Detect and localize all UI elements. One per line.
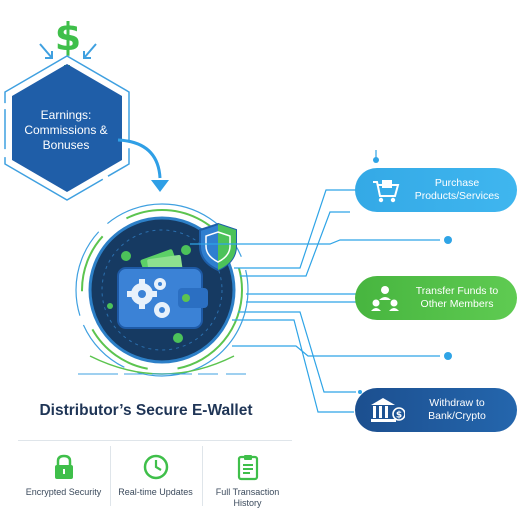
- withdraw-label: Withdraw to Bank/Crypto: [428, 397, 486, 422]
- svg-text:$: $: [55, 15, 81, 59]
- shopping-cart-icon: [373, 180, 400, 203]
- wallet-title: Distributor’s Secure E-Wallet: [39, 402, 253, 419]
- earnings-to-wallet-arrow: [117, 138, 162, 179]
- inflow-arrows: [39, 43, 97, 59]
- feature-encrypted-security: Encrypted Security: [18, 441, 109, 513]
- shield-icon: [199, 222, 237, 272]
- wallet-icon: [117, 267, 208, 329]
- earnings-hexagon-outline: [4, 55, 130, 201]
- feature-label: Full Transaction History: [215, 487, 280, 508]
- features-row: Encrypted Security Real-time Updates Ful…: [18, 440, 292, 513]
- earnings-label: Earnings: Commissions & Bonuses: [24, 108, 108, 152]
- padlock-icon: [54, 454, 73, 479]
- feature-label: Real-time Updates: [118, 487, 193, 497]
- feature-label: Encrypted Security: [25, 487, 102, 497]
- purchase-label: Purchase Products/Services: [414, 177, 500, 202]
- transfer-action[interactable]: Transfer Funds to Other Members: [355, 276, 517, 320]
- bank-icon: $: [371, 398, 405, 422]
- feature-transaction-history: Full Transaction History: [202, 441, 293, 513]
- feature-divider: [110, 446, 111, 506]
- clipboard-list-icon: [237, 455, 258, 481]
- svg-text:$: $: [396, 411, 402, 421]
- transfer-label: Transfer Funds to Other Members: [415, 285, 499, 310]
- feature-divider: [202, 446, 203, 506]
- dollar-sign-icon: $: [55, 15, 81, 59]
- coin-icons: [107, 245, 191, 343]
- arrow-head-icon: [151, 180, 169, 192]
- connector-nodes: [358, 157, 452, 394]
- people-network-icon: [371, 286, 399, 311]
- withdraw-action[interactable]: $ Withdraw to Bank/Crypto: [355, 388, 517, 432]
- gears-icon: [127, 278, 170, 318]
- earnings-hexagon: [12, 64, 122, 192]
- clock-icon: [143, 454, 168, 480]
- purchase-action[interactable]: Purchase Products/Services: [355, 168, 517, 212]
- feature-realtime-updates: Real-time Updates: [110, 441, 201, 513]
